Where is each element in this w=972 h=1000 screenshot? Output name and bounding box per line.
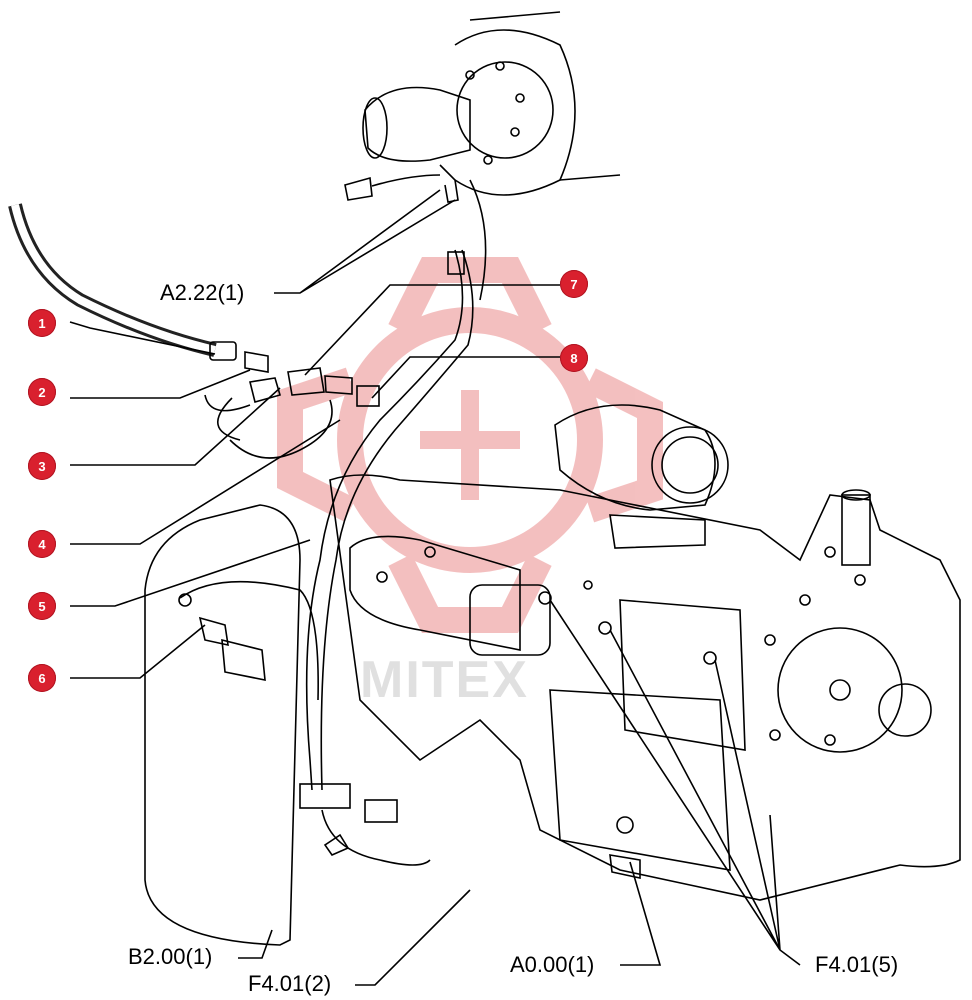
fuel-tank <box>144 504 301 946</box>
callout-2: 2 <box>28 378 56 406</box>
ref-a222: A2.22(1) <box>160 280 245 305</box>
elbow-pipe <box>364 86 471 162</box>
engine-block <box>329 474 961 901</box>
turbocharger <box>554 404 716 511</box>
callout-6: 6 <box>28 664 56 692</box>
callout-4: 4 <box>28 530 56 558</box>
callout-3: 3 <box>28 452 56 480</box>
callout-5: 5 <box>28 592 56 620</box>
ref-b200: B2.00(1) <box>128 944 213 969</box>
ref-f401-5: F4.01(5) <box>815 952 899 977</box>
exhaust-drum <box>454 29 576 196</box>
watermark-gear-logo <box>277 257 663 633</box>
ref-a000: A0.00(1) <box>510 952 595 977</box>
callout-8: 8 <box>560 344 588 372</box>
watermark-text: MITEX <box>360 651 529 709</box>
callout-1: 1 <box>28 309 56 337</box>
callout-7: 7 <box>560 270 588 298</box>
ref-f401-2: F4.01(2) <box>248 971 332 996</box>
